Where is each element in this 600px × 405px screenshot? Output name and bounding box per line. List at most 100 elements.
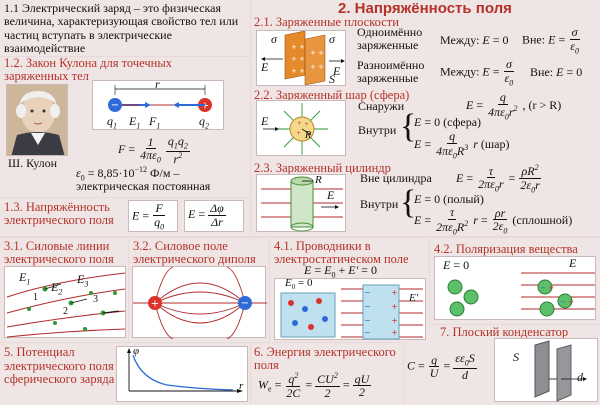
sphere-e-label: E [261,114,269,128]
svg-text:+: + [297,120,302,127]
field-lines-title: 3.1. Силовые линии электрического поля [4,239,114,266]
conductor-ep-label: E' [409,292,419,304]
charged-cylinder-image: R E [256,174,346,232]
svg-text:+: + [296,130,301,137]
dipole-image: + − [132,266,267,339]
svg-text:+: + [391,328,398,337]
charged-sphere-title: 2.2. Заряженный шар (сфера) [254,88,410,102]
charged-sphere-image: + + + E R [256,100,346,156]
potential-graph: φ r [116,345,248,402]
potential-phi-axis: φ [133,345,140,357]
panel-1-1 [0,0,250,56]
charged-planes-image: + + + + + + + + + + E E σ σ S [256,30,346,86]
f1-label: F1 [149,114,161,131]
svg-text:−: − [364,288,371,297]
energy-title: 6. Энергия электрического поля [254,345,396,372]
svg-text:+ +: + + [291,67,305,75]
eps0-value: ε0 = 8,85·10−12 Ф/м – [76,165,180,183]
charged-cylinder-title: 2.3. Заряженный цилиндр [254,161,391,175]
polarization-e0: E = 0 [443,258,470,272]
svg-text:−: − [111,100,119,111]
svg-text:−: − [364,302,371,311]
unlike-outside: Вне: E = 0 [530,65,583,79]
cylinder-inside-hollow: E = 0 (полый) [414,192,484,206]
svg-text:+: + [548,284,554,292]
svg-text:+: + [391,302,398,311]
sphere-inside-e0: E = 0 (сфера) [414,115,482,129]
svg-text:−: − [364,328,371,337]
svg-text:−: − [540,284,546,292]
polarization-e: E [569,256,577,270]
like-between: Между: E = 0 [440,33,509,47]
q1-label: q1 [107,114,117,131]
capacitor-image: S d [494,338,598,402]
unlike-charged-label: Разноимённо заряженные [357,58,425,86]
conductors-title: 4.1. Проводники в электростатическом пол… [274,239,409,266]
planes-e-right: E [333,64,341,78]
capacitor-title: 7. Плоский конденсатор [440,325,569,339]
svg-text:+: + [151,299,159,310]
section-2-title: 2. Напряжённость поля [338,0,512,17]
sphere-inside-label: Внутри [358,123,397,137]
cylinder-r-label: R [315,174,322,186]
field-lines-image: E1 E2 E3 1 2 3 [4,266,126,338]
coulomb-portrait [6,84,68,156]
planes-sigma-right: σ [329,32,335,46]
e1-label: E1 [129,114,141,131]
svg-text:+ +: + + [310,63,324,71]
svg-text:+: + [568,298,574,306]
capacitor-s-label: S [513,350,519,364]
svg-text:+ +: + + [310,49,324,57]
fieldline-n1: 1 [33,292,38,303]
r-label: r [155,77,160,91]
fieldline-n3: 3 [93,294,98,305]
charge-definition: 1.1 Электрический заряд – это физическая… [4,1,239,56]
svg-text:−: − [364,316,371,325]
coulomb-diagram: − + r q1 E1 F1 q2 [92,77,224,131]
planes-s-label: S [329,72,335,86]
svg-text:+ +: + + [291,55,305,63]
fieldline-n2: 2 [63,306,68,317]
coulomb-law-title: 1.2. Закон Кулона для точечных заряженны… [4,56,172,83]
planes-sigma-left: σ [271,32,277,46]
eps0-caption: электрическая постоянная [76,179,211,193]
cylinder-inside-label: Внутри [360,197,399,211]
fieldline-e1: E1 [19,270,31,287]
conductor-e0-label: E0 = 0 [285,277,313,292]
svg-text:+ +: + + [291,43,305,51]
capacitor-d-label: d [577,370,583,384]
potential-title: 5. Потенциал электрического поля сфериче… [4,345,115,386]
fieldline-e2: E2 [51,280,63,297]
portrait-caption: Ш. Кулон [8,156,58,170]
panel-6 [251,343,403,405]
field-strength-formula-2 [184,200,244,232]
like-charged-label: Одноимённо заряженные [357,25,423,53]
field-strength-formula-1 [128,200,178,232]
conductor-image: − − − − + + + + E0 = 0 E' [274,277,426,340]
svg-text:+: + [391,288,398,297]
svg-text:+: + [304,121,309,128]
cylinder-e-label: E [327,188,335,202]
polarization-title: 4.2. Поляризация вещества [434,242,578,256]
cylinder-brace: { [400,184,417,221]
planes-e-left: E [261,60,269,74]
fieldline-e3: E3 [77,272,89,289]
q2-label: q2 [199,114,209,131]
svg-text:+: + [391,316,398,325]
charged-planes-title: 2.1. Заряженные плоскости [254,15,399,29]
svg-text:−: − [241,298,249,309]
sphere-outside-label: Снаружи [358,99,405,113]
polarization-image: −+ −+ E = 0 E [434,256,596,320]
dipole-title: 3.2. Силовое поле электрического диполя [133,239,256,266]
